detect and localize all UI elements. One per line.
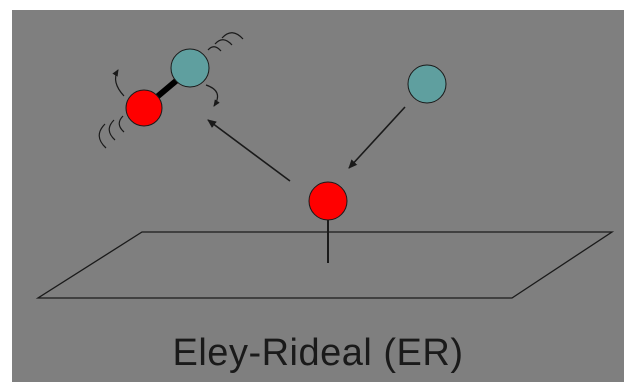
surface-plane — [35, 231, 615, 299]
product-molecule-teal-atom — [170, 48, 210, 88]
approach-arrow — [348, 106, 406, 169]
adsorbed-atom — [308, 181, 348, 221]
incoming-gas-atom — [407, 64, 447, 104]
rotation-arrow-icon — [112, 69, 125, 97]
rotation-arrow-icon — [205, 84, 220, 107]
diagram-caption: Eley-Rideal (ER) — [172, 332, 464, 374]
product-molecule-red-atom — [125, 89, 163, 127]
eley-rideal-diagram — [35, 32, 615, 299]
vibration-waves-icon — [207, 32, 244, 52]
desorption-arrow — [207, 119, 291, 182]
vibration-waves-icon — [98, 115, 125, 149]
diagram-panel: Eley-Rideal (ER) — [12, 10, 624, 382]
